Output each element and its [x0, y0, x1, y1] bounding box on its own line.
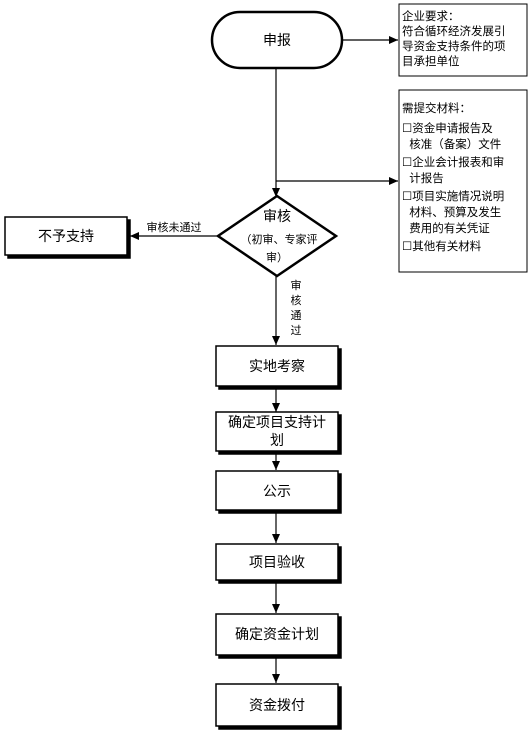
note-materials-title: 需提交材料：	[402, 101, 471, 115]
edge-pass-char: 核	[291, 293, 302, 307]
note-materials-line: 费用的有关凭证	[402, 221, 490, 235]
note-materials-line: 材料、预算及发生	[402, 205, 501, 219]
node-acceptance-label: 项目验收	[249, 555, 305, 571]
node-apply: 申报	[210, 10, 344, 70]
node-reject: 不予支持	[4, 216, 128, 256]
node-reject-label: 不予支持	[38, 229, 94, 245]
node-inspect: 实地考察	[215, 345, 339, 387]
edge-pass-label: 审 核 通 过	[291, 278, 302, 337]
note-materials-line: ☐其他有关材料	[402, 239, 482, 253]
connectors	[130, 36, 398, 683]
note-materials-line: ☐项目实施情况说明	[402, 189, 504, 203]
node-plan-label: 划	[270, 433, 284, 449]
node-disburse: 资金拨付	[215, 683, 339, 727]
node-plan: 确定项目支持计 划	[215, 411, 339, 452]
edge-pass-char: 过	[291, 324, 302, 337]
note-requirements-line: 目承担单位	[402, 54, 460, 68]
note-requirements-line: 导资金支持条件的项	[402, 39, 506, 53]
node-inspect-label: 实地考察	[249, 358, 305, 375]
node-fund-plan-label: 确定资金计划	[235, 627, 319, 643]
node-review-label: 审）	[266, 250, 288, 264]
node-publicity: 公示	[215, 470, 339, 511]
note-materials-line: ☐企业会计报表和审	[402, 155, 504, 169]
node-review-label: 审核	[263, 209, 291, 225]
node-plan-label: 确定项目支持计	[228, 415, 326, 431]
note-requirements-line: 符合循环经济发展引	[402, 24, 506, 38]
note-materials-line: 计报告	[402, 171, 444, 185]
node-publicity-label: 公示	[263, 484, 291, 500]
node-acceptance: 项目验收	[215, 543, 339, 581]
edge-fail-label: 审核未通过	[147, 220, 202, 234]
node-fund-plan: 确定资金计划	[215, 613, 339, 656]
note-requirements-title: 企业要求：	[402, 9, 460, 23]
node-apply-label: 申报	[263, 33, 291, 49]
note-requirements: 企业要求： 符合循环经济发展引 导资金支持条件的项 目承担单位	[398, 3, 528, 77]
note-materials: 需提交材料： ☐资金申请报告及 核准（备案）文件 ☐企业会计报表和审 计报告 ☐…	[398, 89, 528, 273]
note-materials-line: 核准（备案）文件	[402, 137, 501, 151]
edge-pass-char: 通	[291, 309, 302, 322]
note-materials-line: ☐资金申请报告及	[402, 121, 493, 135]
edge-pass-char: 审	[291, 278, 302, 292]
node-review: 审核 （初审、专家评 审）	[215, 194, 339, 278]
node-review-label: （初审、专家评	[241, 232, 318, 246]
node-disburse-label: 资金拨付	[249, 698, 305, 714]
